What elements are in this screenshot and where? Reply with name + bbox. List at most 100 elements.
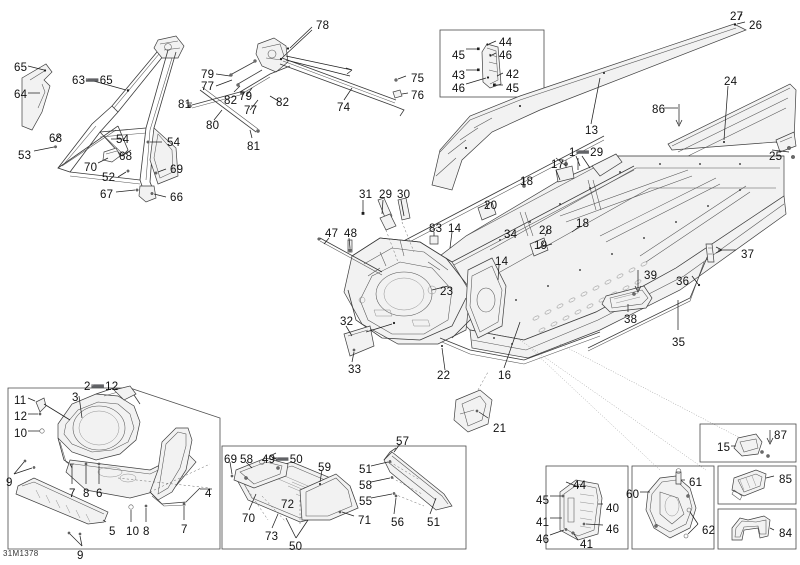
callout-70b: 70 [242,513,256,525]
callout-18a: 18 [520,176,534,188]
callout-12: 12 [14,411,28,423]
callout-25: 25 [769,151,783,163]
callout-58a: 58 [240,454,254,466]
callout-24: 24 [724,76,738,88]
callout-5: 5 [109,526,116,538]
callout-51b: 51 [427,517,441,529]
callout-86: 86 [652,104,666,116]
callout-46-inset-right: 46 [499,50,513,62]
callout-11: 11 [14,395,27,407]
callout-61: 61 [689,477,703,489]
callout-41b: 41 [580,539,594,551]
callout-9a: 9 [6,477,13,489]
callout-81b: 81 [247,141,261,153]
callout-59: 59 [318,462,332,474]
callout-34: 34 [504,229,518,241]
callout-14a: 14 [448,223,462,235]
callout-29: 29 [379,189,393,201]
callout-70: 70 [84,162,98,174]
callout-48: 48 [344,228,358,240]
group-side-panel-13 [431,13,747,191]
callout-2-12: 2➖12 [84,381,119,393]
callout-13: 13 [585,125,599,137]
group-main-tunnel [317,135,787,433]
callout-53: 53 [18,150,32,162]
callout-71: 71 [358,515,372,527]
callout-54b: 54 [167,137,181,149]
inset-bracket-top [439,29,545,98]
callout-87: 87 [774,430,788,442]
callout-56: 56 [391,517,405,529]
callout-68a: 68 [49,133,63,145]
callout-42-inset: 42 [506,69,520,81]
callout-1-29: 1➖29 [569,147,604,159]
callout-6: 6 [96,488,103,500]
callout-46c: 46 [606,524,620,536]
callout-40: 40 [606,503,620,515]
callout-15: 15 [717,442,731,454]
callout-46d: 46 [536,534,550,546]
callout-10a: 10 [14,428,28,440]
callout-74: 74 [337,102,351,114]
callout-3: 3 [72,392,79,404]
callout-39: 39 [644,270,658,282]
callout-31: 31 [359,189,373,201]
callout-75: 75 [411,73,425,85]
callout-54a: 54 [116,134,130,146]
callout-82b: 82 [276,97,290,109]
inset-side-panel [545,465,629,550]
callout-77b: 77 [244,105,258,117]
callout-60: 60 [626,489,640,501]
callout-43-inset: 43 [452,70,466,82]
callout-18b: 18 [576,218,590,230]
callout-84: 84 [779,528,793,540]
callout-10b: 10 [126,526,140,538]
callout-45-inset-right: 45 [506,83,520,95]
callout-7b: 7 [181,524,188,536]
callout-7a: 7 [69,488,76,500]
group-rear-bumper [21,35,185,203]
callout-32: 32 [340,316,354,328]
inset-front-frame [7,385,221,550]
callout-4: 4 [205,488,212,500]
callout-17: 17 [551,159,565,171]
callout-58b: 58 [359,480,373,492]
callout-33: 33 [348,364,362,376]
callout-22: 22 [437,370,451,382]
callout-79b: 79 [239,91,253,103]
callout-44-inset: 44 [499,37,513,49]
callout-37: 37 [741,249,755,261]
callout-41a: 41 [536,517,550,529]
callout-82a: 82 [224,95,238,107]
callout-8b: 8 [143,526,150,538]
callout-80: 80 [206,120,220,132]
callout-36: 36 [676,276,690,288]
callout-73: 73 [265,531,279,543]
group-rear-handle [519,243,745,471]
callout-68b: 68 [119,151,133,163]
callout-64: 64 [14,89,28,101]
inset-bracket-assy [631,465,715,550]
inset-handle [717,508,797,550]
callout-26: 26 [749,20,763,32]
callout-69b: 69 [224,454,238,466]
callout-16: 16 [498,370,512,382]
callout-46-inset-left: 46 [452,83,466,95]
callout-65a: 65 [14,62,28,74]
callout-47: 47 [325,228,339,240]
callout-76: 76 [411,90,425,102]
callout-23: 23 [440,286,454,298]
callout-67: 67 [100,189,114,201]
callout-77a: 77 [201,81,215,93]
group-steering-linkage [186,26,409,139]
callout-85: 85 [779,474,793,486]
inset-running-board [221,443,467,550]
callout-28: 28 [539,225,553,237]
callout-30: 30 [397,189,411,201]
callout-69a: 69 [170,164,184,176]
callout-19: 19 [534,240,548,252]
callout-52: 52 [102,172,116,184]
document-id-code: 31M1378 [3,549,39,558]
callout-44b: 44 [573,480,587,492]
